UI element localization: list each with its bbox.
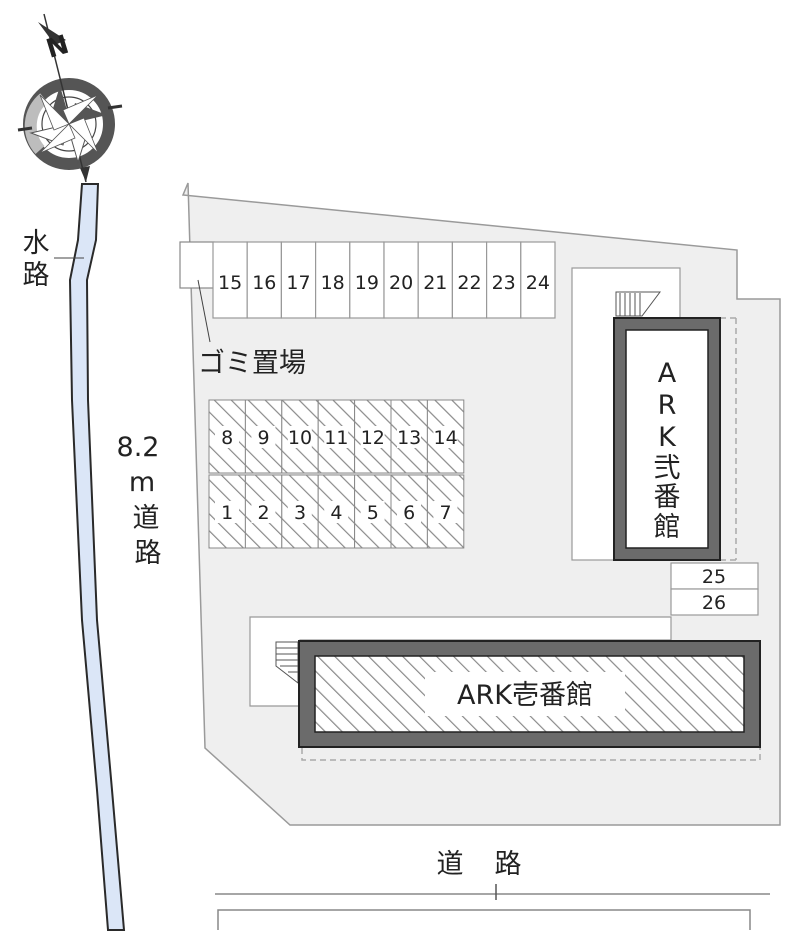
svg-text:路: 路: [135, 538, 162, 569]
svg-text:A: A: [658, 358, 677, 389]
svg-text:道: 道: [437, 849, 464, 880]
parking-space: 7: [426, 474, 465, 549]
parking-space-number: 17: [286, 272, 310, 294]
building-2-label: A R K 弐 番 館: [654, 358, 681, 543]
parking-space-number: 6: [403, 502, 415, 524]
parking-space: 13: [390, 399, 428, 474]
parking-space: 20: [383, 241, 419, 319]
parking-space-number: 7: [440, 502, 452, 524]
parking-space-number: 15: [218, 272, 242, 294]
parking-space: 5: [354, 474, 392, 549]
parking-space: 16: [246, 241, 282, 319]
parking-space-number: 2: [258, 502, 270, 524]
building-2: [571, 267, 737, 561]
parking-space-number: 11: [324, 427, 348, 449]
parking-space: 21: [417, 241, 454, 319]
parking-space: 18: [315, 241, 351, 319]
west-road-label: 8.2 m 道 路: [117, 432, 162, 569]
parking-space-number: 1: [221, 502, 233, 524]
parking-space-number: 3: [294, 502, 306, 524]
parking-space: 26: [670, 588, 759, 616]
compass-icon: N: [17, 13, 123, 183]
parking-space-number: 21: [423, 272, 447, 294]
parking-space-number: 14: [434, 427, 458, 449]
parking-space-number: 8: [221, 427, 233, 449]
parking-space-number: 23: [492, 272, 516, 294]
svg-text:水: 水: [23, 228, 50, 259]
south-road: [215, 884, 770, 930]
parking-space: 11: [317, 399, 356, 474]
parking-space: 23: [486, 241, 522, 319]
parking-space-number: 18: [321, 272, 345, 294]
parking-space: 15: [212, 241, 248, 319]
building-1-label-box: ARK壱番館: [425, 672, 625, 716]
parking-space-number: 16: [252, 272, 276, 294]
waterway-label: 水 路: [23, 228, 50, 291]
parking-space: 19: [349, 241, 385, 319]
parking-space-number: 12: [361, 427, 385, 449]
parking-space: 1: [208, 474, 246, 549]
parking-space: 9: [244, 399, 283, 474]
parking-space-number: 22: [457, 272, 481, 294]
svg-text:弐: 弐: [654, 453, 681, 484]
parking-space: 22: [451, 241, 488, 319]
parking-space-number: 4: [330, 502, 342, 524]
parking-space-number: 20: [389, 272, 413, 294]
parking-lower-block: 1 2 3 4 5 6 7: [208, 474, 465, 549]
parking-space-number: 19: [355, 272, 379, 294]
parking-space-number: 26: [702, 592, 726, 614]
parking-space-number: 25: [702, 566, 726, 588]
parking-space: 14: [426, 399, 465, 474]
parking-space-number: 10: [288, 427, 312, 449]
waterway-channel: [68, 183, 126, 931]
parking-space: 24: [520, 241, 556, 319]
compass-north-label: N: [43, 30, 73, 65]
south-road-label: 道 路: [437, 849, 522, 880]
svg-text:K: K: [658, 422, 677, 453]
building-1-label: ARK壱番館: [457, 680, 593, 711]
svg-text:m: m: [129, 467, 155, 498]
parking-space-number: 13: [397, 427, 421, 449]
svg-text:8.2: 8.2: [117, 432, 160, 463]
parking-space: 10: [281, 399, 319, 474]
garbage-area-label: ゴミ置場: [198, 348, 306, 379]
parking-top-row: 15 16 17 18 19 20 21 22 23 24: [212, 241, 556, 319]
parking-space-number: 9: [258, 427, 270, 449]
garbage-area: [179, 241, 215, 343]
parking-space: 2: [244, 474, 283, 549]
stairs-icon: [615, 291, 661, 317]
parking-space: 17: [280, 241, 317, 319]
parking-upper-block: 8 9 10 11 12 13 14: [208, 399, 465, 474]
parking-space: 8: [208, 399, 246, 474]
parking-space: 6: [390, 474, 428, 549]
svg-text:館: 館: [654, 512, 681, 543]
svg-text:番: 番: [654, 482, 681, 513]
parking-space-number: 5: [367, 502, 379, 524]
svg-text:路: 路: [23, 260, 50, 291]
svg-text:R: R: [658, 390, 677, 421]
parking-space: 12: [354, 399, 392, 474]
parking-space: 25: [670, 562, 759, 590]
parking-space: 3: [281, 474, 319, 549]
svg-text:路: 路: [495, 849, 522, 880]
parking-space: 4: [317, 474, 356, 549]
parking-space-number: 24: [526, 272, 550, 294]
svg-text:道: 道: [133, 503, 160, 534]
